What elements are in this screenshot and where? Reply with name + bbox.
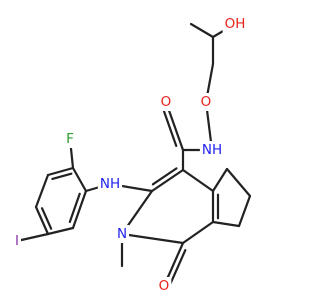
atom-label-nh-amine-bg bbox=[97, 175, 123, 193]
atom-label-nh-amide: NH bbox=[202, 142, 222, 158]
atom-label-o-ring-carbonyl: O bbox=[159, 278, 170, 294]
bond-c4-c4a bbox=[181, 168, 215, 193]
bond-a3-a4 bbox=[34, 173, 50, 209]
bond-a5-i bbox=[15, 232, 50, 243]
atom-label-nh-amide-bg bbox=[199, 141, 225, 159]
atom-label-i-bg bbox=[13, 232, 21, 250]
molecule-structure: OH O NH O F NH N I O bbox=[13, 15, 252, 295]
bond-c1r-or-double bbox=[169, 249, 187, 284]
molecule-canvas: OH O NH O F NH N I O bbox=[13, 15, 252, 295]
bond-c6-c7 bbox=[237, 194, 252, 228]
bond-c1r-nr bbox=[120, 232, 185, 245]
atom-label-n-ring: N bbox=[117, 226, 127, 242]
atom-label-f: F bbox=[66, 131, 74, 147]
atom-label-o-carbonyl-amide-bg bbox=[158, 93, 174, 111]
atom-label-i: I bbox=[15, 233, 19, 249]
bond-c4a-c5 bbox=[211, 167, 229, 193]
bond-c7-c7a bbox=[211, 220, 241, 228]
atom-label-o-ether-bg bbox=[198, 93, 214, 111]
atom-label-layer: OH O NH O F NH N I O bbox=[13, 15, 248, 295]
bond-a2-a3-double bbox=[51, 172, 73, 181]
bond-a6-a1-double bbox=[68, 192, 81, 224]
atom-label-o-ring-carbonyl-bg bbox=[156, 277, 172, 295]
bond-a4-a5 bbox=[34, 205, 50, 236]
bond-a5-a6 bbox=[46, 226, 75, 236]
atom-label-nh-amine: NH bbox=[100, 176, 120, 192]
atom-label-o-carbonyl-amide: O bbox=[161, 94, 172, 110]
bond-c4-c3 bbox=[150, 168, 185, 193]
bond-c1-me1 bbox=[189, 22, 215, 39]
bond-a1-a2 bbox=[71, 166, 88, 193]
bond-c5-c6 bbox=[225, 167, 252, 198]
bond-ca-oca-double bbox=[162, 108, 178, 148]
bond-a2-a3 bbox=[46, 166, 75, 177]
bond-a4-a5-double bbox=[40, 207, 53, 230]
bond-a6-a1 bbox=[71, 189, 88, 230]
bond-c7a-c1r bbox=[181, 220, 215, 245]
atom-label-oh: OH bbox=[225, 16, 246, 32]
atom-label-f-bg bbox=[64, 130, 76, 148]
atom-label-oh-bg bbox=[222, 15, 248, 33]
atom-label-o-ether: O bbox=[201, 94, 212, 110]
atom-label-n-ring-bg bbox=[114, 225, 130, 243]
bond-c4-c3-double bbox=[151, 167, 178, 186]
